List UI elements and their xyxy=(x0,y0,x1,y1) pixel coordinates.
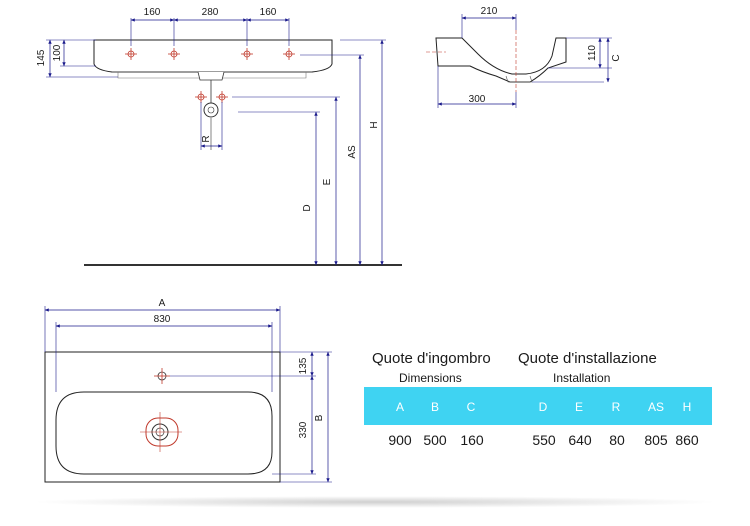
plan-view: A 830 135 330 B xyxy=(44,298,332,483)
value-e: 640 xyxy=(568,432,592,448)
dim-330: 330 xyxy=(298,421,309,438)
dim-300: 300 xyxy=(469,94,486,105)
dim-280: 280 xyxy=(202,7,219,18)
header-quote-ingombro: Quote d'ingombro xyxy=(372,350,491,367)
col-header-h: H xyxy=(682,400,692,414)
value-r: 80 xyxy=(609,432,625,448)
col-header-d: D xyxy=(538,400,548,414)
col-header-r: R xyxy=(611,400,621,414)
dim-135: 135 xyxy=(298,357,309,374)
col-header-b: B xyxy=(430,400,439,414)
dim-c: C xyxy=(611,54,622,61)
column-header-band xyxy=(364,387,712,425)
dim-e: E xyxy=(322,178,333,185)
side-view: 210 300 110 C xyxy=(426,6,622,108)
value-d: 550 xyxy=(532,432,556,448)
value-b: 500 xyxy=(423,432,447,448)
front-view: 160 280 160 145 100 R xyxy=(36,7,402,266)
dim-as: AS xyxy=(347,145,358,159)
dim-100: 100 xyxy=(52,44,63,61)
dim-d: D xyxy=(302,204,313,211)
subheader-dimensions: Dimensions xyxy=(399,371,462,385)
dim-160-right: 160 xyxy=(260,7,277,18)
col-header-as: AS xyxy=(647,400,664,414)
subheader-installation: Installation xyxy=(553,371,611,385)
bottom-shadow xyxy=(30,496,720,508)
tap-hole-marks xyxy=(125,48,295,60)
dim-145: 145 xyxy=(36,49,47,66)
waste-trap xyxy=(195,80,228,150)
dim-r: R xyxy=(201,135,212,142)
value-c: 160 xyxy=(460,432,484,448)
col-header-c: C xyxy=(466,400,476,414)
dim-110: 110 xyxy=(587,45,598,61)
header-quote-installazione: Quote d'installazione xyxy=(518,350,657,367)
plan-tap-hole xyxy=(154,368,170,384)
dim-a: A xyxy=(159,298,166,309)
col-header-e: E xyxy=(574,400,583,414)
col-header-a: A xyxy=(395,400,404,414)
dim-b: B xyxy=(314,414,325,421)
dim-h: H xyxy=(369,121,380,128)
value-as: 805 xyxy=(644,432,668,448)
dim-210: 210 xyxy=(481,6,498,17)
dim-160-left: 160 xyxy=(144,7,161,18)
value-a: 900 xyxy=(388,432,412,448)
plan-drain xyxy=(140,412,182,452)
dim-830: 830 xyxy=(154,314,171,325)
value-h: 860 xyxy=(675,432,699,448)
